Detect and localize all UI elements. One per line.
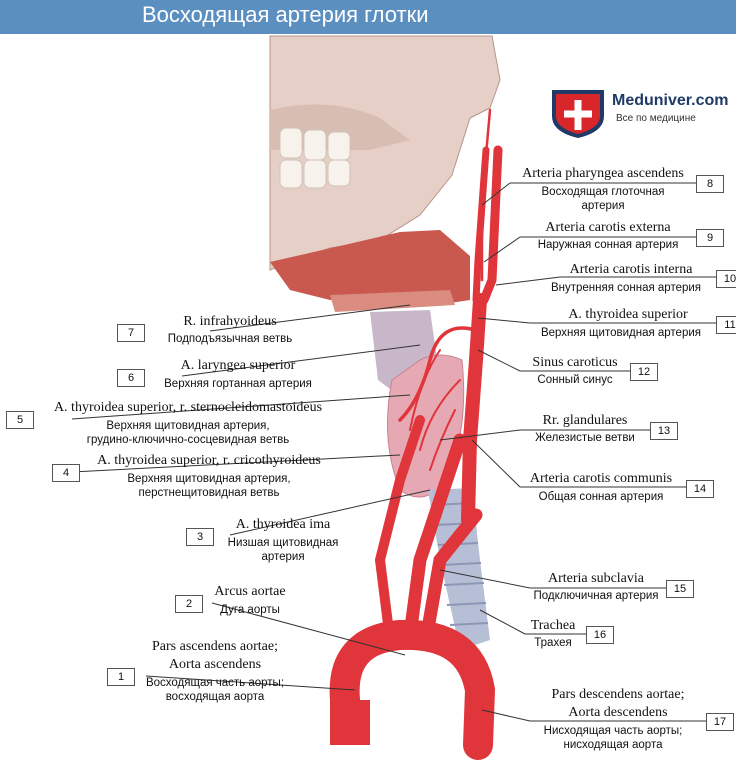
neck-muscles [270,230,470,306]
label-latin2-1: Aorta ascendens [168,657,262,672]
title-bar: Восходящая артерия глотки [0,0,736,34]
logo-tagline: Все по медицине [616,113,696,124]
label-latin2-17: Aorta descendens [568,705,668,720]
label-latin-4: A. thyroidea superior, r. cricothyroideu… [97,453,321,468]
brachiocephalic [374,415,425,645]
label-latin-5: A. thyroidea superior, r. sternocleidoma… [53,400,323,415]
label-number-2: 2 [175,595,203,613]
label-ru2-4: перстнещитовидная ветвь [138,487,280,499]
label-ru-7: Подподъязычная ветвь [167,333,293,345]
shield-icon [552,90,604,138]
leader-lines [71,182,718,722]
label-ru-6: Верхняя гортанная артерия [164,378,312,390]
label-latin-15: Arteria subclavia [547,571,644,586]
aortic-arch [329,619,496,760]
label-number-16: 16 [586,626,614,644]
label-ru-2: Дуга аорты [220,604,280,616]
label-ru2-8: артерия [581,200,625,212]
label-ru-3: Низшая щитовидная [227,537,339,549]
label-latin-11: A. thyroidea superior [568,307,688,322]
left-common-carotid [405,433,467,627]
label-ru2-17: нисходящая аорта [563,739,663,751]
label-ru-15: Подключичная артерия [533,590,659,602]
cricothyroid-branch [409,349,441,431]
label-latin-2: Arcus aortae [214,584,286,599]
label-latin-9: Arteria carotis externa [545,220,671,235]
label-ru-1: Восходящая часть аорты; [145,677,285,689]
label-number-10: 10 [716,270,736,288]
label-number-12: 12 [630,363,658,381]
common-carotid [461,293,487,527]
label-ru2-3: артерия [261,551,305,563]
label-latin-17: Pars descendens aortae; [551,687,685,702]
label-number-3: 3 [186,528,214,546]
label-latin-6: A. laryngea superior [180,358,296,373]
label-ru-16: Трахея [534,637,572,649]
arteries [329,108,503,760]
label-ru-13: Железистые ветви [535,432,635,444]
page-title: Восходящая артерия глотки [142,2,429,27]
label-latin-7: R. infrahyoideus [183,314,277,329]
left-subclavian [419,508,483,647]
internal-carotid [479,145,503,305]
label-latin-8: Arteria pharyngea ascendens [522,166,684,181]
label-ru-11: Верхняя щитовидная артерия [540,327,702,339]
ascending-pharyngeal [480,108,492,282]
label-ru2-1: восходящая аорта [165,691,265,703]
label-number-17: 17 [706,713,734,731]
label-ru-9: Наружная сонная артерия [537,239,679,251]
label-latin-3: A. thyroidea ima [235,517,331,532]
label-number-5: 5 [6,411,34,429]
superior-thyroid [398,326,477,422]
label-ru-12: Сонный синус [537,374,613,386]
label-latin-1: Pars ascendens aortae; [152,639,278,654]
label-number-9: 9 [696,229,724,247]
label-ru-4: Верхняя щитовидная артерия, [127,473,291,485]
label-latin-10: Arteria carotis interna [569,262,693,277]
logo-name: Meduniver.com [612,92,729,109]
aortic-root [330,700,370,745]
hyoid-region [330,290,455,312]
label-number-1: 1 [107,668,135,686]
trachea-shape [428,488,490,650]
label-number-6: 6 [117,369,145,387]
label-number-7: 7 [117,324,145,342]
label-number-15: 15 [666,580,694,598]
label-number-11: 11 [716,316,736,334]
label-latin-16: Trachea [530,618,576,633]
label-number-4: 4 [52,464,80,482]
label-number-13: 13 [650,422,678,440]
label-ru-14: Общая сонная артерия [538,491,664,503]
label-ru-5: Верхняя щитовидная артерия, [106,420,270,432]
label-latin-14: Arteria carotis communis [529,471,673,486]
label-ru-8: Восходящая глоточная [541,186,665,198]
label-latin-12: Sinus caroticus [532,355,618,370]
logo: Meduniver.com Все по медицине [548,86,728,140]
label-number-14: 14 [686,480,714,498]
label-latin-13: Rr. glandulares [542,413,628,428]
label-ru2-5: грудино-ключично-сосцевидная ветвь [86,434,290,446]
label-ru-17: Нисходящая часть аорты; [543,725,683,737]
label-number-8: 8 [696,175,724,193]
teeth [279,127,351,189]
label-ru-10: Внутренняя сонная артерия [550,282,702,294]
